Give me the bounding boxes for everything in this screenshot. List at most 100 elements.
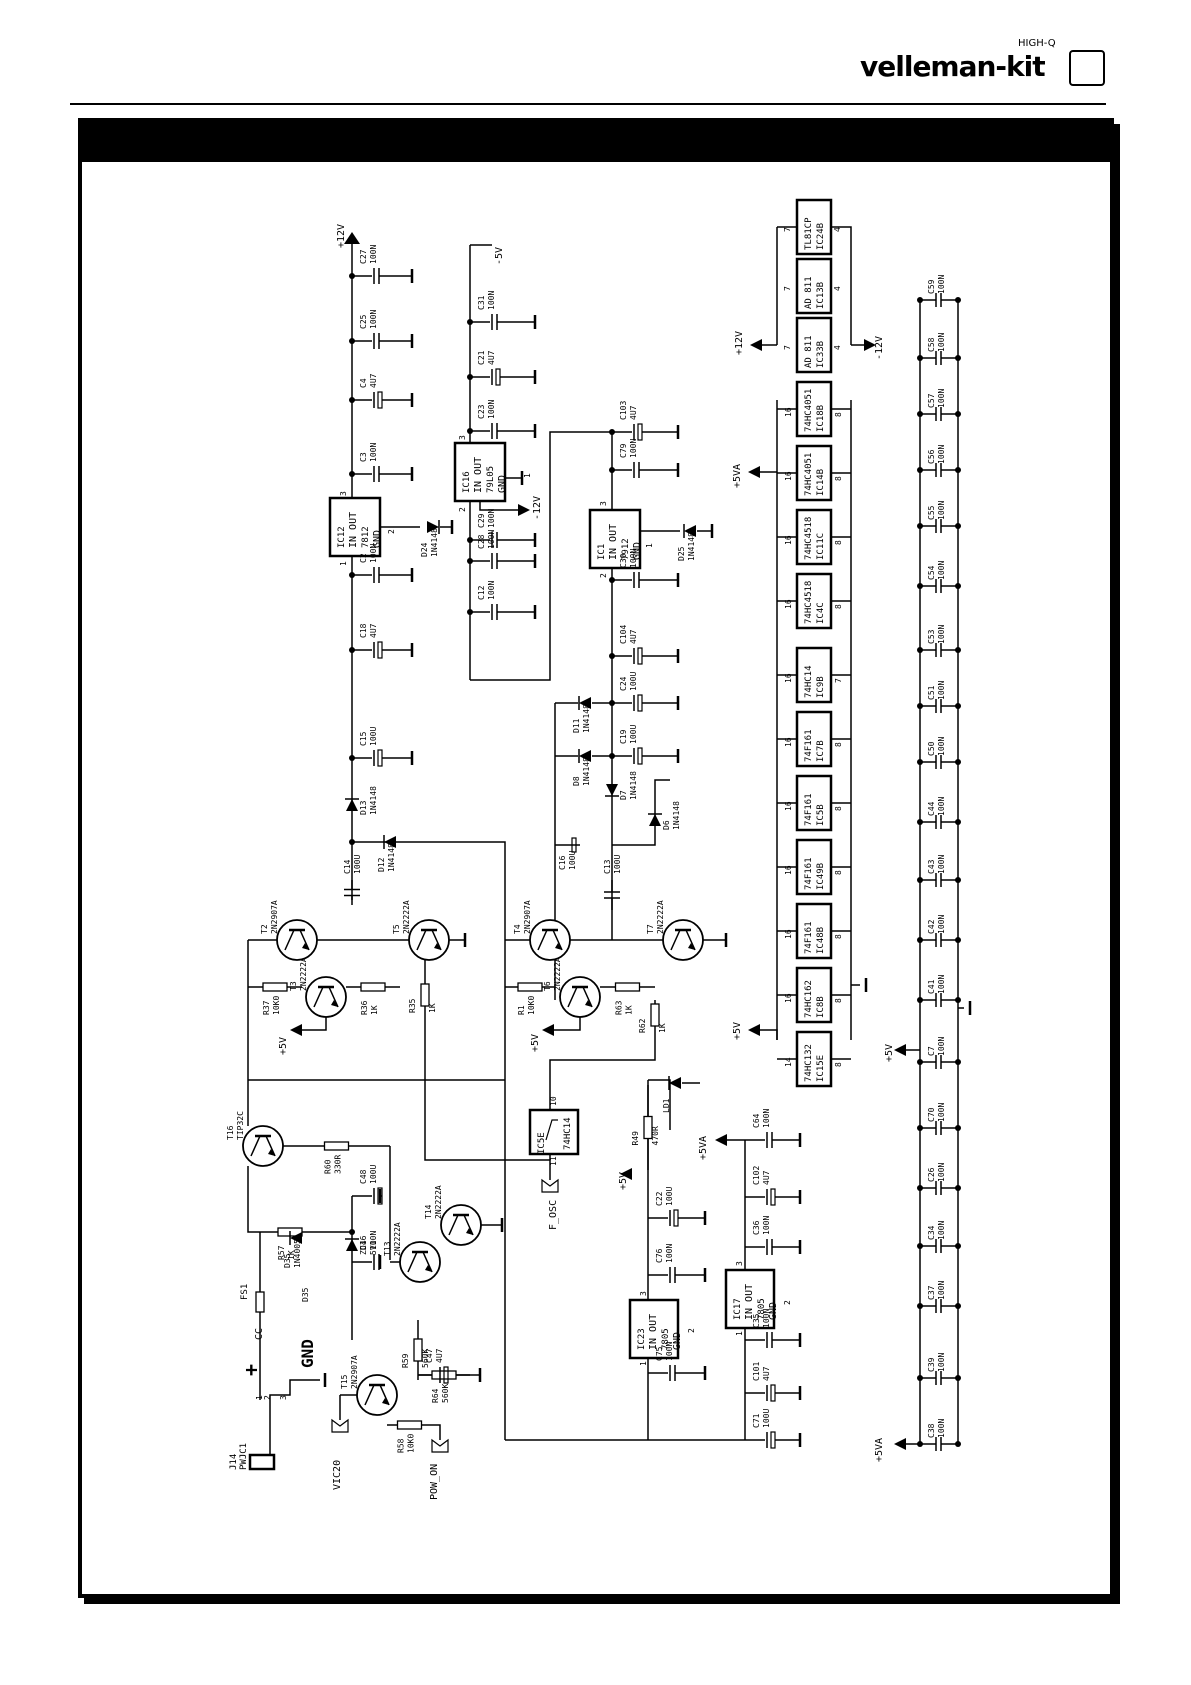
- power-label: +5VA: [698, 1136, 709, 1160]
- transistor-ref: T13: [383, 1241, 392, 1256]
- capacitor-ref: C25: [359, 314, 368, 329]
- arrow-p5v-logic: [748, 1024, 760, 1036]
- capacitor-value: 100N: [762, 1109, 771, 1128]
- junction-dot: [349, 1229, 355, 1235]
- opamp-ic24b: [795, 198, 833, 256]
- logic-ic-type: 74F161: [804, 921, 814, 954]
- schmitt-type: 74HC14: [563, 1117, 573, 1150]
- transistor-value: 2N2907A: [350, 1355, 359, 1389]
- capacitor-plate: [495, 368, 501, 386]
- transistor-collector: [567, 986, 578, 1008]
- wire-d12-feed: [352, 841, 506, 1440]
- capacitor-ref: C51: [927, 685, 936, 700]
- pin-number: 8: [834, 870, 843, 875]
- capacitor-value: 100N: [937, 1163, 946, 1182]
- capacitor-plate: [377, 1187, 383, 1205]
- capacitor-ref: C37: [927, 1285, 936, 1300]
- resistor-r60: [323, 1141, 350, 1151]
- capacitor-value: 100N: [937, 681, 946, 700]
- capacitor-value: 100N: [937, 333, 946, 352]
- capacitor-value: 100U: [762, 1409, 771, 1428]
- pin-number: 2: [458, 507, 467, 512]
- transistor-arrow: [466, 1228, 473, 1235]
- capacitor-value: 100N: [487, 530, 496, 549]
- capacitor-ref: C12: [477, 585, 486, 600]
- resistor-ref: R35: [408, 998, 417, 1013]
- transistor-arrow: [434, 943, 441, 950]
- capacitor-ref: C34: [927, 1225, 936, 1240]
- opamp-ref: IC24B: [816, 223, 826, 250]
- transistor-value: 2N2222A: [434, 1185, 443, 1219]
- logic-ic-ref: IC7B: [816, 740, 826, 762]
- capacitor-ref: C104: [619, 625, 628, 644]
- pin-number: 10: [549, 1096, 558, 1106]
- capacitor-ref: C79: [619, 443, 628, 458]
- pin-number: 3: [458, 435, 467, 440]
- logic-ic-ic9b: [795, 646, 833, 704]
- wire: [424, 1030, 550, 1161]
- junction-dot: [609, 577, 615, 583]
- wire: [758, 1029, 778, 1040]
- junction-dot: [349, 471, 355, 477]
- capacitor-plate: [770, 1431, 776, 1449]
- transistor-arrow: [555, 943, 562, 950]
- transistor-emitter: [299, 929, 310, 951]
- regulator-gnd: GND: [768, 1302, 779, 1320]
- net-label-f-osc: F_OSC: [548, 1200, 559, 1230]
- capacitor-ref: C42: [927, 919, 936, 934]
- junction-dot: [349, 338, 355, 344]
- transistor-value: TIP32C: [236, 1111, 245, 1140]
- capacitor-value: 100N: [369, 245, 378, 264]
- capacitor-value: 100N: [937, 915, 946, 934]
- regulator-ic12: [328, 496, 382, 558]
- pin-number: 16: [784, 801, 793, 811]
- regulator-gnd: GND: [372, 530, 383, 548]
- resistor-value: 1K: [287, 1250, 296, 1260]
- resistor-value: 470R: [651, 1126, 660, 1145]
- header-rule: [70, 103, 1106, 105]
- logic-ic-ref: IC49B: [816, 863, 826, 890]
- transistor-ref: T7: [646, 924, 655, 934]
- transistor-t2: [276, 919, 318, 961]
- transistor-emitter: [431, 929, 442, 951]
- transistor-emitter: [265, 1135, 276, 1157]
- junction-dot: [349, 647, 355, 653]
- capacitor-plate: [637, 694, 643, 712]
- transistor-t3: [305, 976, 347, 1018]
- capacitor-ref: C56: [927, 449, 936, 464]
- resistor-r59: [413, 1338, 423, 1362]
- transistor-t16: [242, 1125, 284, 1167]
- resistor-value: 10K0: [272, 996, 281, 1015]
- capacitor-value: 100N: [937, 1419, 946, 1438]
- transistor-value: 2N2222A: [402, 900, 411, 934]
- capacitor-ref: C36: [752, 1220, 761, 1235]
- power-label: +5V: [530, 1034, 541, 1052]
- wire: [612, 779, 670, 846]
- transistor-collector: [250, 1135, 261, 1157]
- diode-value: 1N4148: [672, 801, 681, 830]
- pin-number: 16: [784, 407, 793, 417]
- resistor-value: 1K: [370, 1005, 379, 1015]
- diode-value: 1N4148: [387, 843, 396, 872]
- capacitor-ref: C76: [655, 1248, 664, 1263]
- junction-dot: [467, 537, 473, 543]
- transistor-ref: T6: [543, 981, 552, 991]
- diode-ref: D25: [677, 546, 686, 561]
- opamp-type: AD 811: [804, 276, 814, 309]
- transistor-value: 2N2907A: [523, 900, 532, 934]
- logic-ic-type: 74HC132: [804, 1044, 814, 1082]
- transistor-arrow: [425, 1265, 432, 1272]
- capacitor-ref: C38: [927, 1423, 936, 1438]
- transistor-ref: T15: [340, 1374, 349, 1389]
- pin-number: 3: [735, 1261, 744, 1266]
- junction-dot: [609, 753, 615, 759]
- capacitor-ref: C59: [927, 279, 936, 294]
- transistor-arrow: [302, 943, 309, 950]
- schmitt-trigger-ic5e: [528, 1108, 580, 1156]
- regulator-io: IN OUT: [348, 512, 359, 548]
- arrow-12v-top: [344, 232, 360, 244]
- pin-number: 1: [645, 543, 654, 548]
- resistor-r63: [614, 982, 641, 992]
